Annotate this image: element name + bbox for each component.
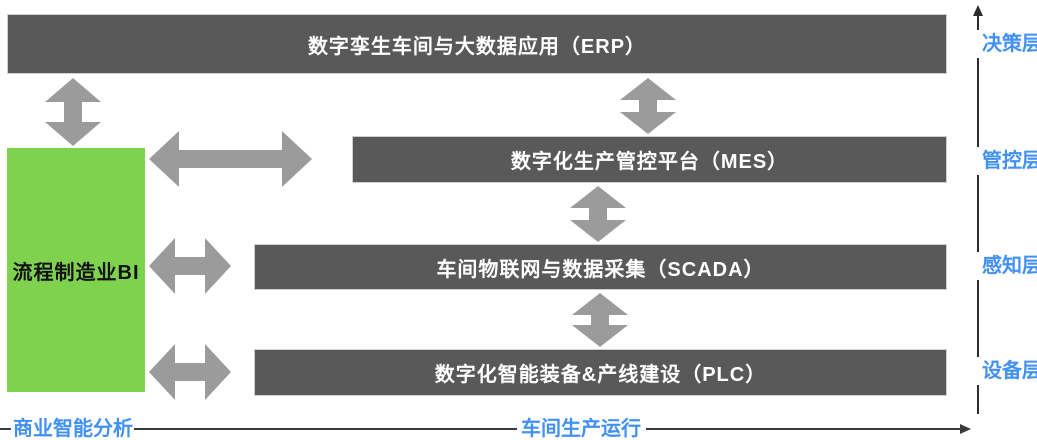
layer-tag-perception: 感知层 (982, 255, 1037, 277)
bottom-axis-segment (134, 428, 517, 430)
bottom-axis-label-production: 车间生产运行 (521, 418, 641, 440)
mes-layer-bar: 数字化生产管控平台（MES） (352, 136, 947, 183)
mes-layer-label: 数字化生产管控平台（MES） (510, 151, 789, 173)
scada-plc-double-arrow-icon (572, 293, 628, 347)
bi-mes-double-arrow-icon (149, 131, 312, 187)
vertical-axis-segment (977, 175, 979, 252)
layer-tag-decision: 决策层 (982, 33, 1037, 55)
bi-erp-double-arrow-icon (45, 78, 101, 146)
layer-tag-control: 管控层 (982, 150, 1037, 172)
bi-plc-double-arrow-icon (149, 344, 231, 400)
bottom-axis-label-bi: 商业智能分析 (13, 418, 133, 440)
vertical-axis-arrow-up-icon (973, 5, 983, 16)
vertical-axis-segment (977, 280, 979, 357)
process-manufacturing-bi-box: 流程制造业BI (7, 148, 145, 392)
bi-box-label: 流程制造业BI (12, 261, 140, 284)
vertical-axis-segment (977, 385, 979, 414)
erp-layer-bar: 数字孪生车间与大数据应用（ERP） (7, 14, 947, 74)
layer-tag-equipment: 设备层 (982, 360, 1037, 382)
vertical-axis-segment (977, 16, 979, 30)
erp-mes-double-arrow-icon (620, 78, 676, 134)
erp-layer-label: 数字孪生车间与大数据应用（ERP） (307, 35, 647, 58)
scada-layer-label: 车间物联网与数据采集（SCADA） (436, 258, 765, 281)
scada-layer-bar: 车间物联网与数据采集（SCADA） (254, 244, 947, 290)
bi-scada-double-arrow-icon (149, 238, 231, 294)
vertical-axis-segment (977, 58, 979, 147)
bottom-axis-segment (646, 428, 961, 430)
plc-layer-bar: 数字化智能装备&产线建设（PLC） (254, 349, 947, 396)
horizontal-axis-arrow-right-icon (960, 424, 971, 434)
bottom-axis-segment (0, 428, 11, 430)
mes-scada-double-arrow-icon (570, 186, 626, 242)
plc-layer-label: 数字化智能装备&产线建设（PLC） (434, 364, 767, 386)
